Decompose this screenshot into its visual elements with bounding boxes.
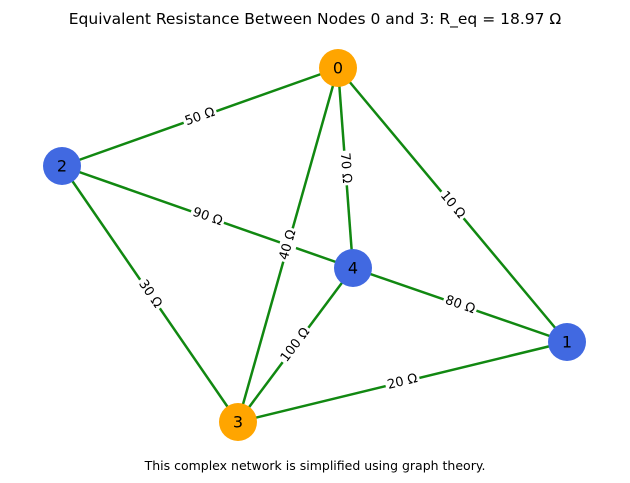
diagram-caption: This complex network is simplified using… [144, 458, 486, 473]
node-3: 3 [219, 403, 257, 441]
edge-label-background [434, 186, 471, 224]
edge-label-0-2: 50 Ω [180, 103, 220, 131]
node-label: 1 [562, 333, 572, 352]
edge-label-background [188, 203, 227, 231]
node-circle [43, 147, 81, 185]
edge-label-4-3: 100 Ω [275, 322, 316, 368]
edge-label-0-3: 40 Ω [275, 225, 301, 264]
edge-label-background [180, 103, 220, 131]
edge-label-2-3: 30 Ω [133, 274, 167, 314]
node-circle [334, 249, 372, 287]
edge-label-4-1: 80 Ω [440, 291, 480, 319]
nodes: 0 1 2 3 4 [43, 49, 586, 441]
node-0: 0 [319, 49, 357, 87]
node-circle [219, 403, 257, 441]
node-label: 0 [333, 59, 343, 78]
edge-label-text: 70 Ω [337, 152, 354, 184]
node-4: 4 [334, 249, 372, 287]
node-1: 1 [548, 323, 586, 361]
node-circle [548, 323, 586, 361]
edge-label-background [335, 150, 356, 186]
edge-label-background [133, 274, 167, 314]
edge-label-3-1: 20 Ω [383, 369, 422, 395]
edges [60, 66, 568, 424]
node-circle [319, 49, 357, 87]
edge-label-0-4: 70 Ω [335, 150, 356, 186]
edge-label-background [440, 291, 480, 319]
edge-label-background [275, 322, 316, 368]
node-label: 4 [348, 259, 358, 278]
edge-label-background [383, 369, 422, 395]
node-label: 3 [233, 413, 243, 432]
edge-label-2-4: 90 Ω [188, 203, 227, 231]
edge-label-text: 20 Ω [386, 371, 419, 393]
diagram-title: Equivalent Resistance Between Nodes 0 an… [69, 10, 562, 29]
edge-label-background [275, 225, 301, 264]
node-2: 2 [43, 147, 81, 185]
node-label: 2 [57, 157, 67, 176]
